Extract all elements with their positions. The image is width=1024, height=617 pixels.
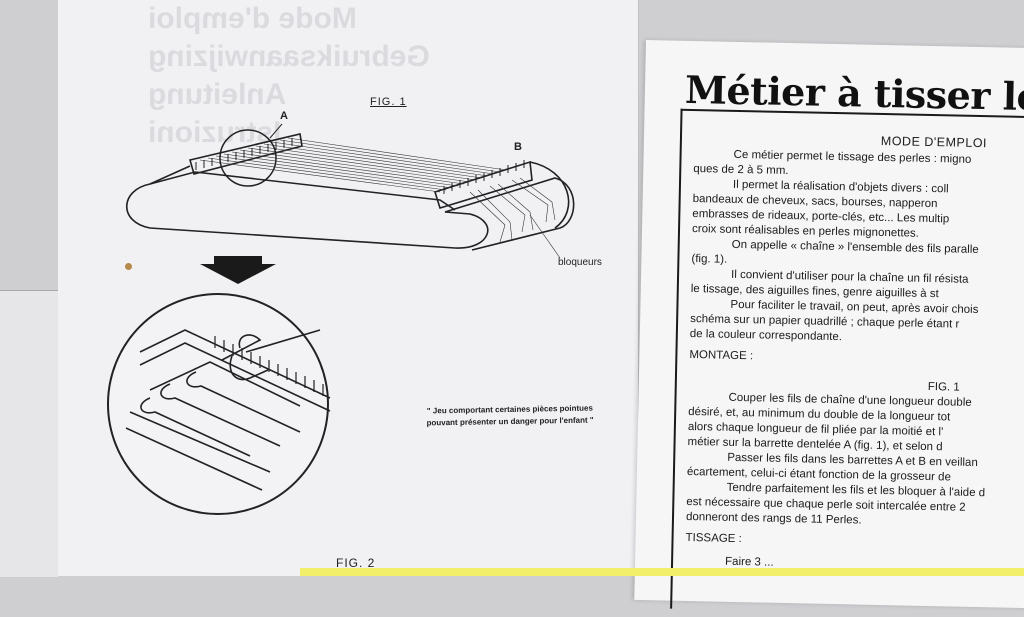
teeth-bar-b [443,160,525,194]
right-page: Métier à tisser les MODE D'EMPLOI Ce mét… [634,40,1024,609]
loom-base [125,177,575,251]
fig1-loom-drawing [125,133,575,251]
fig1-label: FIG. 1 [370,96,407,108]
loom-end-a [189,133,303,175]
left-border-rule [670,108,683,609]
fig2-label: FIG. 2 [336,556,376,570]
loom-base-top [149,171,456,211]
label-a: A [280,110,288,122]
safety-warning: " Jeu comportant certaines pièces pointu… [410,402,610,429]
bloqueurs-threads [469,177,561,259]
warp-threads [199,137,507,193]
label-b: B [514,141,522,153]
bloqueurs-label: bloqueurs [558,257,602,268]
montage-heading: MONTAGE : [689,348,754,363]
tissage-heading: TISSAGE : [685,531,742,546]
loom-left-edge [149,165,191,185]
fig2-detail-drawing [107,293,331,515]
teeth-bar-a [195,138,293,170]
yellow-underlay [300,568,1024,576]
loom-illustration [107,123,575,515]
down-arrow-icon [200,256,276,284]
magnify-circle [219,129,277,187]
label-a-pointer [269,123,283,139]
instructions-body: MODE D'EMPLOI Ce métier permet le tissag… [685,131,1024,577]
background-surface [0,290,58,577]
paper-stain [125,263,132,270]
loom-right-roll [529,161,570,229]
